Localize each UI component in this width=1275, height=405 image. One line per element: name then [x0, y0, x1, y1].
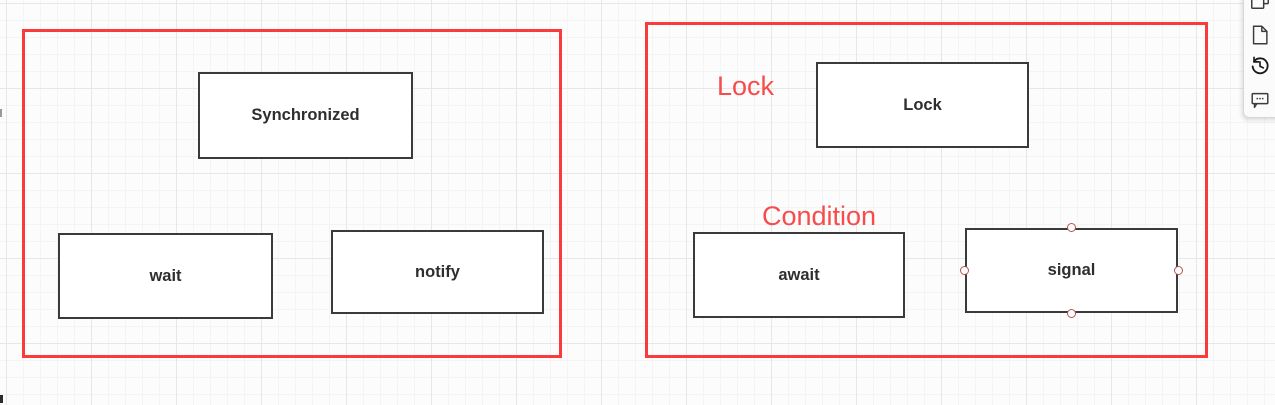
node-signal[interactable]: signal [960, 223, 1183, 318]
node-label: await [778, 265, 820, 284]
node-label: Lock [903, 95, 942, 114]
node-synchronized[interactable]: Synchronized [198, 72, 413, 159]
canvas-edge-mark [0, 109, 2, 117]
connection-point-bottom[interactable] [1066, 309, 1076, 318]
copy-icon[interactable] [1249, 0, 1271, 11]
node-label: Synchronized [251, 106, 360, 124]
connection-point-left[interactable] [960, 265, 969, 275]
node-label: notify [415, 262, 460, 281]
connection-point-right[interactable] [1174, 265, 1183, 275]
node-lock[interactable]: Lock [816, 62, 1029, 148]
history-icon[interactable] [1249, 55, 1271, 77]
new-page-icon[interactable] [1249, 24, 1271, 46]
node-label: signal [1047, 261, 1096, 279]
connection-point-top[interactable] [1066, 223, 1076, 232]
area-label-condition[interactable]: Condition [762, 201, 877, 231]
area-label-lock[interactable]: Lock [717, 71, 775, 101]
node-await[interactable]: await [693, 232, 905, 318]
group-rect-lock[interactable] [645, 22, 1208, 358]
node-wait[interactable]: wait [58, 233, 273, 319]
comment-icon[interactable] [1249, 89, 1271, 111]
group-rect-synchronized[interactable] [22, 29, 562, 358]
side-toolbar [1243, 0, 1275, 118]
node-notify[interactable]: notify [331, 230, 544, 314]
node-label: wait [149, 266, 182, 285]
canvas-edge-mark [0, 395, 3, 403]
